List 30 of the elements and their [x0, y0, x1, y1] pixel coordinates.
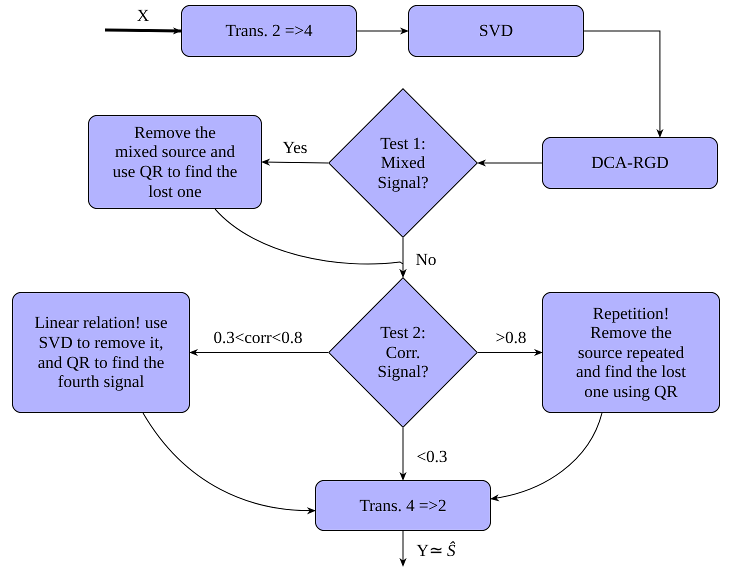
process-box — [88, 115, 262, 209]
arrow — [477, 159, 542, 167]
process-box — [12, 292, 190, 413]
node-text: Repetition! Remove the source repeated and find the lost one using QR — [574, 304, 687, 402]
arrow — [478, 348, 543, 356]
arrow — [490, 412, 602, 502]
arrow — [584, 30, 664, 138]
decision-diamond — [328, 277, 478, 428]
process-box — [315, 480, 491, 531]
arrow — [189, 348, 328, 356]
decision-diamond — [328, 88, 478, 238]
node-text: DCA-RGD — [590, 153, 670, 173]
process-box — [408, 5, 584, 57]
process-box — [542, 292, 720, 413]
node-text: Trans. 4 =>2 — [358, 496, 448, 516]
node-text: Test 1: Mixed Signal? — [376, 134, 430, 192]
arrow — [399, 428, 407, 481]
node-text: Linear relation! use SVD to remove it, and QR to find the fourth signal — [33, 313, 169, 392]
node-text: Remove the mixed source and use QR to find the lost one — [112, 122, 238, 202]
arrow — [261, 158, 328, 166]
node-text: Trans. 2 =>4 — [224, 21, 314, 41]
arrow — [104, 27, 182, 34]
process-box — [181, 5, 357, 57]
arrow — [142, 412, 316, 514]
arrow — [356, 27, 409, 35]
node-text: Test 2: Corr. Signal? — [376, 323, 430, 382]
node-text: SVD — [478, 21, 514, 41]
arrow — [399, 530, 407, 567]
process-box — [542, 137, 718, 189]
arrow — [399, 238, 407, 278]
